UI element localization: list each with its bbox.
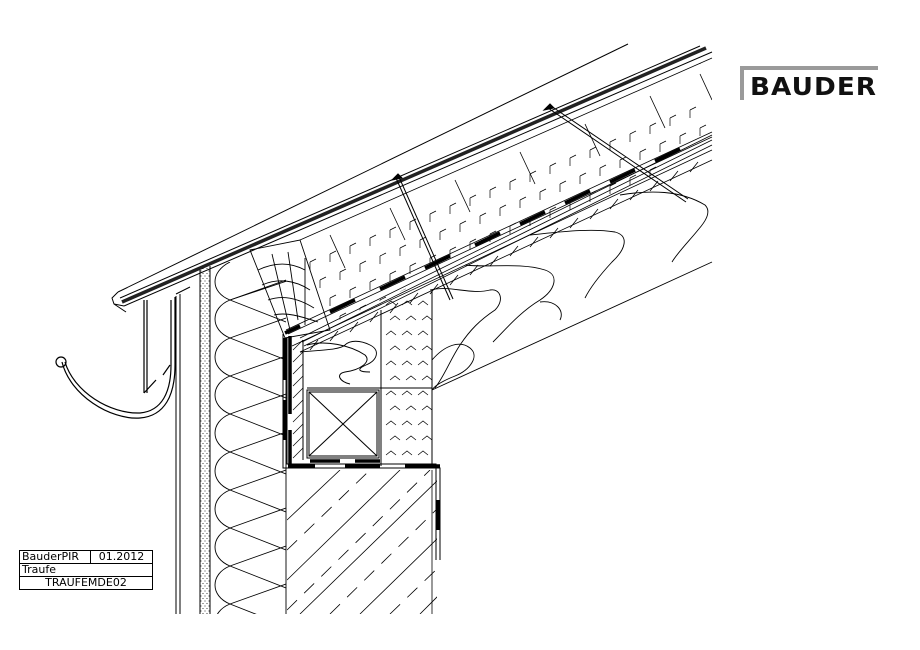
title-block-row-3: TRAUFEMDE02 xyxy=(20,577,152,589)
roof-deck-board xyxy=(291,149,713,353)
roof-membrane xyxy=(111,43,713,313)
logo-text: BAUDER xyxy=(750,72,878,101)
fascia-board xyxy=(175,286,191,614)
detail-name: Traufe xyxy=(22,563,56,576)
bauder-logo: BAUDER xyxy=(740,64,880,104)
title-block: BauderPIR 01.2012 Traufe TRAUFEMDE02 xyxy=(19,550,153,590)
product-name: BauderPIR xyxy=(20,551,91,563)
drawing-code: TRAUFEMDE02 xyxy=(45,576,127,589)
fastener-screws xyxy=(390,103,689,301)
eave-gutter xyxy=(55,297,176,419)
logo-accent-bar xyxy=(740,66,878,70)
timber-rafter xyxy=(299,191,713,391)
masonry-block xyxy=(385,300,432,456)
wall-plate-beam xyxy=(292,290,433,466)
membrane-wrap xyxy=(282,334,441,560)
render-layer xyxy=(199,266,211,614)
title-block-row-2: Traufe xyxy=(20,564,152,577)
vapour-control-layer xyxy=(284,131,713,335)
logo-accent-bar-left xyxy=(740,66,744,100)
drawing-date: 01.2012 xyxy=(98,550,145,563)
title-block-row-1: BauderPIR 01.2012 xyxy=(20,551,152,564)
wall-insulation xyxy=(214,239,331,614)
concrete-wall xyxy=(287,470,437,614)
